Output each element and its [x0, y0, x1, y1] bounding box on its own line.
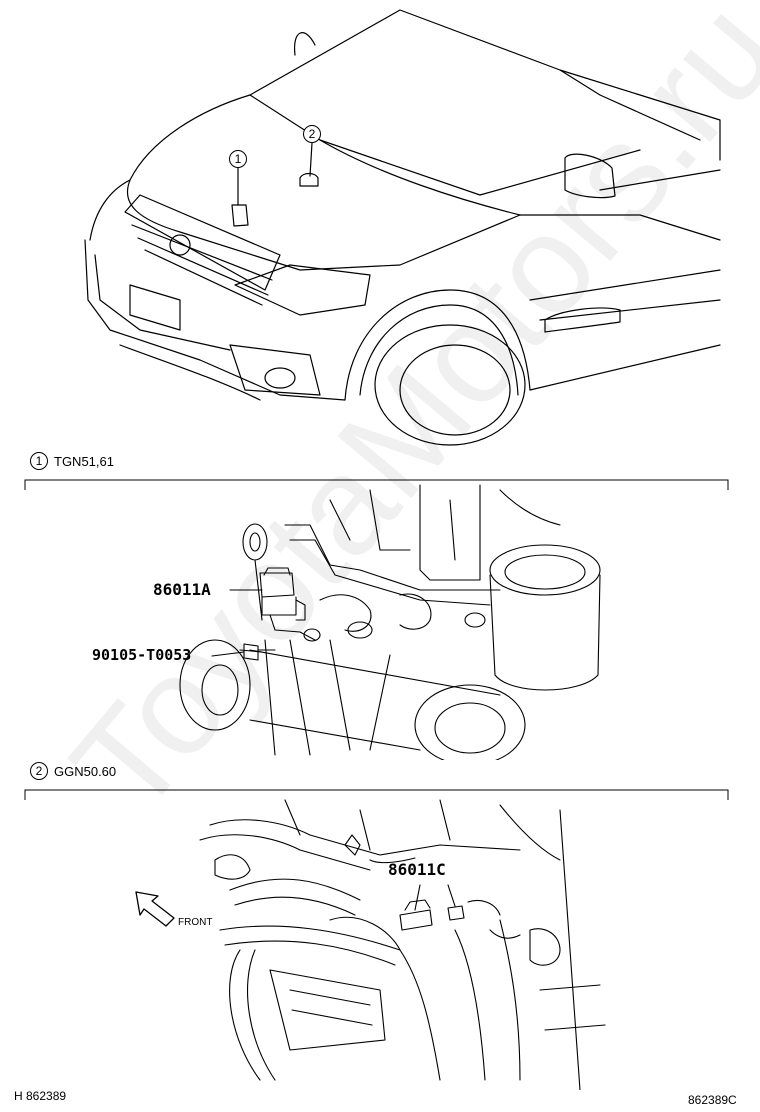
front-direction-label: FRONT [178, 917, 213, 928]
section-2-models: GGN50.60 [54, 763, 117, 779]
section-1-engine-drawing [179, 484, 601, 760]
overview-callout-2: 2 [303, 125, 321, 143]
section-1-models: TGN51,61 [54, 453, 114, 469]
footer-left-id: H 862389 [14, 1089, 67, 1103]
footer-right-id: 862389C [688, 1093, 737, 1107]
section-2-number: 2 [30, 762, 48, 780]
vehicle-overview-drawing [84, 9, 721, 446]
section-1-frame [24, 479, 729, 490]
part-86011C-label: 86011C [388, 860, 446, 879]
front-direction-arrow-icon [135, 891, 175, 927]
part-86011A-label: 86011A [153, 580, 211, 599]
part-90105-T0053-label: 90105-T0053 [92, 646, 192, 664]
section-2-engine-drawing [199, 799, 606, 1090]
overview-callout-1: 1 [229, 150, 247, 168]
section-1-header: 1 TGN51,61 [30, 452, 114, 470]
section-2-header: 2 GGN50.60 [30, 762, 116, 780]
section-1-number: 1 [30, 452, 48, 470]
section-2-frame [24, 789, 729, 800]
